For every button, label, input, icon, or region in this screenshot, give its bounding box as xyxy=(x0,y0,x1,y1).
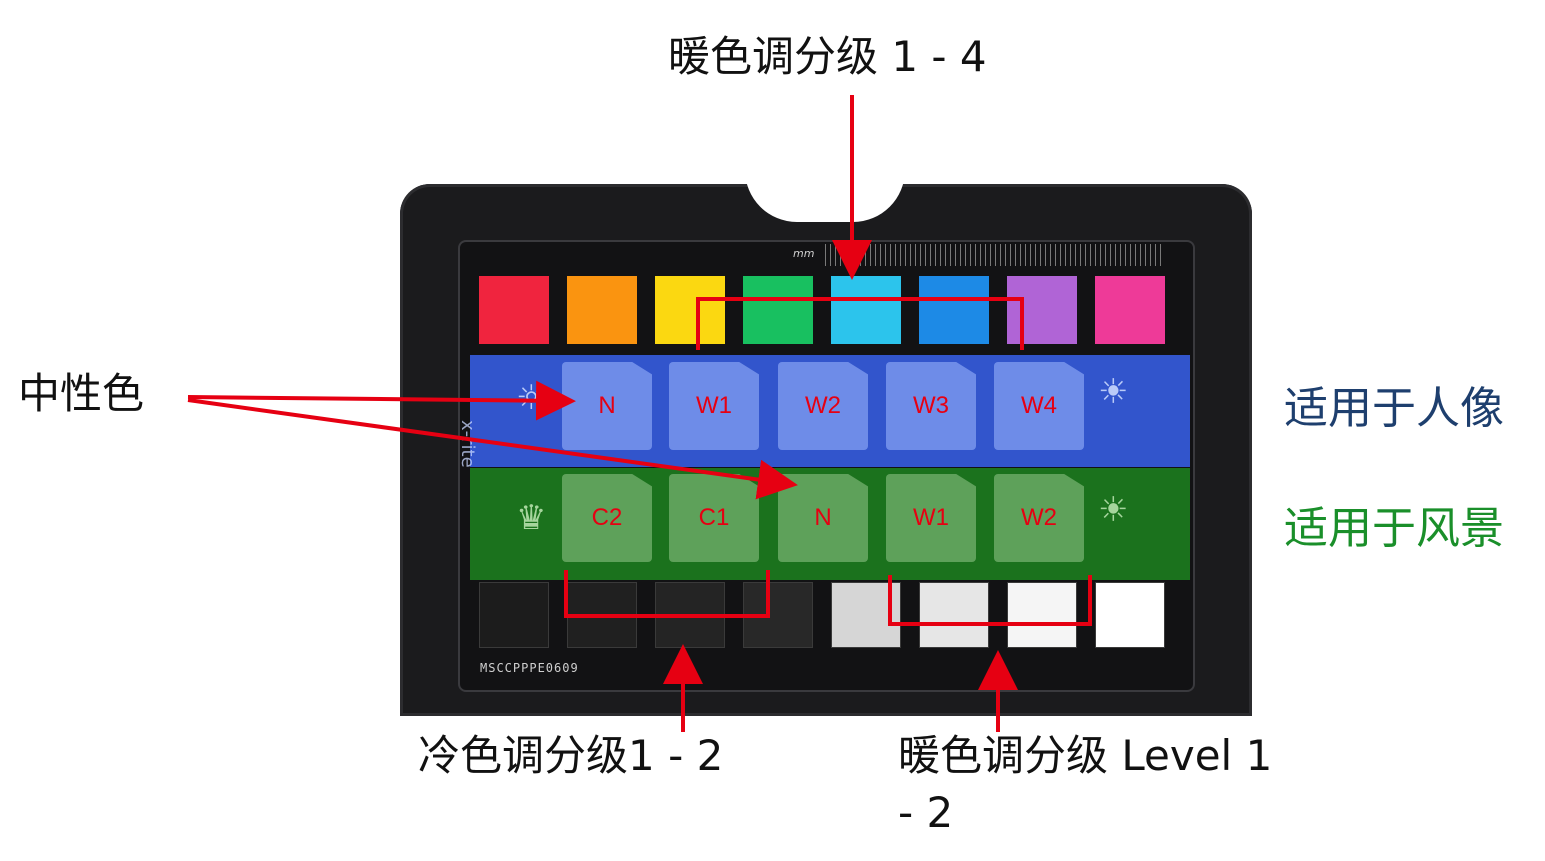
portrait-label: 适用于人像 xyxy=(1284,383,1504,434)
landscape-tile: C2 xyxy=(562,474,652,562)
swatch-purple xyxy=(1007,276,1077,344)
landscape-tile: W2 xyxy=(994,474,1084,562)
sun-landscape-icon: ☀ xyxy=(1098,490,1129,530)
swatch-yellow xyxy=(655,276,725,344)
neutral-arrow-top xyxy=(187,380,576,421)
swatch-magenta xyxy=(1095,276,1165,344)
tile-label: W1 xyxy=(696,392,732,419)
crown-landscape-icon: ♛ xyxy=(516,498,547,538)
portrait-tile: W2 xyxy=(778,362,868,450)
tile-label: W2 xyxy=(805,392,841,419)
neutral-arrow-bottom xyxy=(187,398,798,500)
top-warm-bracket xyxy=(696,297,1024,350)
tile-label: W4 xyxy=(1021,392,1057,419)
tile-label: C2 xyxy=(591,504,623,531)
mm-ruler xyxy=(825,244,1165,266)
neutral-label: 中性色 xyxy=(18,369,145,418)
warm-bottom-label-line2: - 2 xyxy=(898,788,954,837)
tile-label: W3 xyxy=(913,392,949,419)
swatch-blue xyxy=(919,276,989,344)
swatch-cyan xyxy=(831,276,901,344)
tile-label: N xyxy=(598,392,616,419)
landscape-tile: W1 xyxy=(886,474,976,562)
portrait-tile: W3 xyxy=(886,362,976,450)
tile-label: N xyxy=(814,504,832,531)
swatch-green xyxy=(743,276,813,344)
warm-bottom-bracket xyxy=(888,575,1092,626)
top-warm-label: 暖色调分级 1 - 4 xyxy=(668,32,987,81)
tile-label: C1 xyxy=(698,504,730,531)
gray-swatch-1 xyxy=(479,582,549,648)
warm-bottom-label-line1: 暖色调分级 Level 1 xyxy=(898,731,1273,780)
gray-swatch-7 xyxy=(1007,582,1077,648)
swatch-orange xyxy=(567,276,637,344)
swatch-red xyxy=(479,276,549,344)
gray-swatch-6 xyxy=(919,582,989,648)
sun-portrait-icon: ☀ xyxy=(1098,372,1129,412)
gray-swatch-8 xyxy=(1095,582,1165,648)
landscape-label: 适用于风景 xyxy=(1284,503,1504,554)
portrait-tile: W4 xyxy=(994,362,1084,450)
card-serial: MSCCPPPE0609 xyxy=(480,661,579,675)
portrait-tile: N xyxy=(562,362,652,450)
landscape-tile: C1 xyxy=(669,474,759,562)
tile-label: W2 xyxy=(1021,504,1057,531)
cool-bottom-label: 冷色调分级1 - 2 xyxy=(418,731,724,780)
tile-label: W1 xyxy=(913,504,949,531)
cool-bracket xyxy=(564,570,770,618)
portrait-tile: W1 xyxy=(669,362,759,450)
case-notch xyxy=(745,170,905,222)
ruler-unit-label: mm xyxy=(793,247,815,260)
